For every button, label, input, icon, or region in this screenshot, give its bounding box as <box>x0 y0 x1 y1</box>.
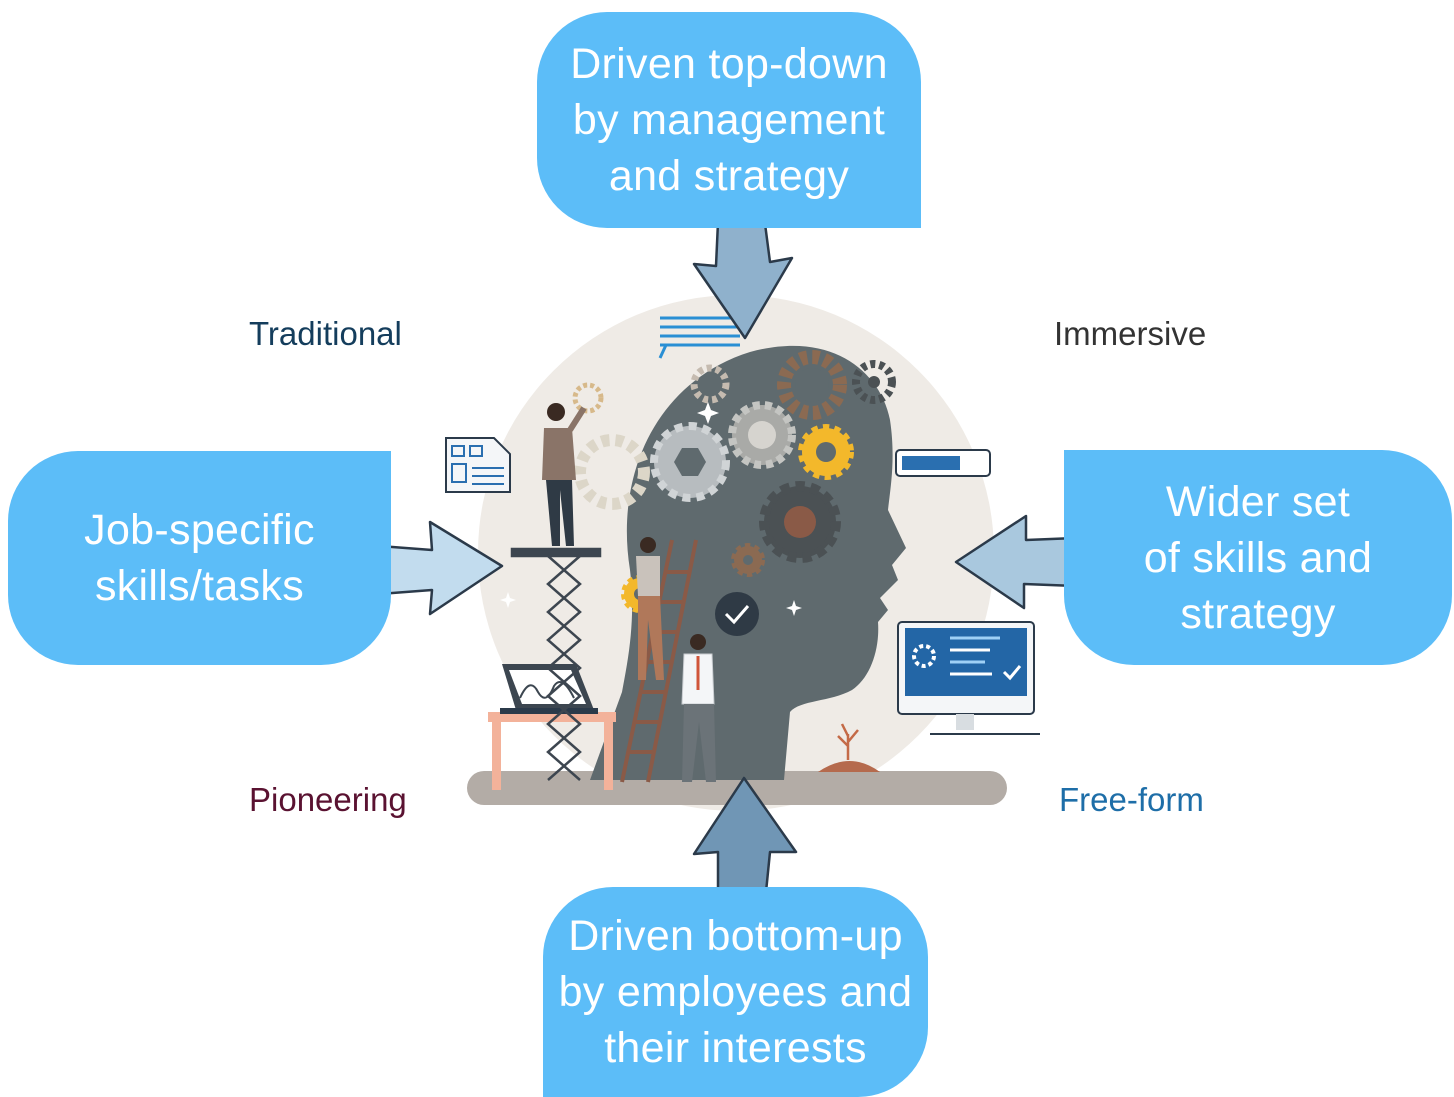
gear-dark-large <box>759 481 841 563</box>
label-free-form: Free-form <box>1059 781 1204 818</box>
gear-beige-top <box>690 364 730 404</box>
gear-outline-dark <box>852 360 896 404</box>
label-immersive: Immersive <box>1054 315 1207 352</box>
sparkles <box>500 402 802 616</box>
person-on-lift <box>542 403 587 546</box>
gear-small-brown <box>731 543 765 577</box>
label-pioneering: Pioneering <box>249 781 407 818</box>
gear-brown-ring <box>777 350 847 420</box>
gear-large-hex <box>650 422 730 502</box>
box-job-specific: Job-specific skills/tasks <box>8 451 391 665</box>
check-bubble-icon <box>715 592 759 636</box>
plant <box>818 723 880 772</box>
speech-lines-icon <box>658 316 740 359</box>
person-on-ladder <box>636 537 664 680</box>
gear-yellow <box>798 424 854 480</box>
progress-bar-icon <box>895 449 991 477</box>
monitor-icon <box>897 621 1040 735</box>
document-icon <box>445 437 511 493</box>
gear-beige-left <box>574 434 650 510</box>
box-bottom-up: Driven bottom-up by employees and their … <box>543 887 928 1097</box>
box-top-down: Driven top-down by management and strate… <box>537 12 921 228</box>
gear-handheld <box>572 382 604 414</box>
box-wider-skills: Wider set of skills and strategy <box>1064 450 1452 665</box>
label-traditional: Traditional <box>249 315 402 352</box>
scissor-lift <box>510 547 602 781</box>
standing-person <box>681 634 716 782</box>
ladder <box>620 539 698 783</box>
arrow-bottom <box>692 776 798 894</box>
gear-silver <box>728 401 796 469</box>
